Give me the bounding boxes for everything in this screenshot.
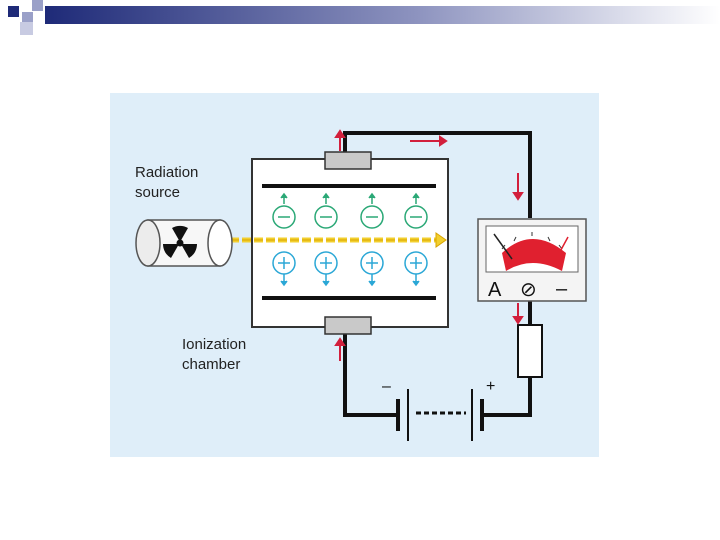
positive-ion — [272, 251, 296, 287]
negative-ion — [360, 192, 384, 229]
arrow-up-icon — [334, 337, 346, 361]
ammeter-needle — [493, 233, 513, 260]
positive-ion — [404, 251, 428, 287]
battery: – + — [382, 378, 495, 441]
radiation-beam — [218, 232, 447, 248]
header-square — [8, 6, 19, 17]
ammeter-dial — [502, 239, 566, 271]
ionization-chamber-diagram: – + — [110, 93, 599, 457]
negative-ion — [272, 192, 296, 229]
ammeter: A ⊘ – — [477, 218, 587, 302]
resistor — [517, 324, 543, 378]
positive-ions — [272, 251, 428, 287]
top-connector — [324, 151, 372, 170]
header-gradient-bar — [45, 6, 720, 24]
slide-header — [8, 0, 720, 24]
header-square — [20, 22, 33, 35]
positive-ion — [314, 251, 338, 287]
header-square — [22, 12, 33, 23]
battery-positive-label: + — [486, 378, 495, 395]
bottom-connector — [324, 316, 372, 335]
ionization-chamber-label-line1: Ionization — [182, 336, 246, 353]
ammeter-minus-label: – — [556, 278, 568, 300]
header-square — [32, 0, 43, 11]
arrow-down-icon — [512, 303, 524, 325]
radiation-source-label-line1: Radiation — [135, 164, 198, 181]
negative-ions — [272, 192, 428, 229]
ammeter-needle-red — [555, 236, 569, 260]
radiation-source-label-line2: source — [135, 184, 180, 201]
battery-negative-label: – — [382, 378, 391, 395]
negative-ion — [404, 192, 428, 229]
current-arrows — [334, 129, 524, 361]
positive-ion — [360, 251, 384, 287]
radiation-source — [135, 219, 233, 267]
ammeter-unit-label: A — [488, 279, 502, 301]
arrow-right-icon — [410, 135, 448, 147]
arrow-down-icon — [512, 173, 524, 201]
negative-ion — [314, 192, 338, 229]
radiation-trefoil-icon — [162, 225, 198, 258]
ionization-chamber-label-line2: chamber — [182, 356, 240, 373]
arrow-up-icon — [334, 129, 346, 151]
ammeter-zero-adjust-icon: ⊘ — [520, 279, 537, 301]
